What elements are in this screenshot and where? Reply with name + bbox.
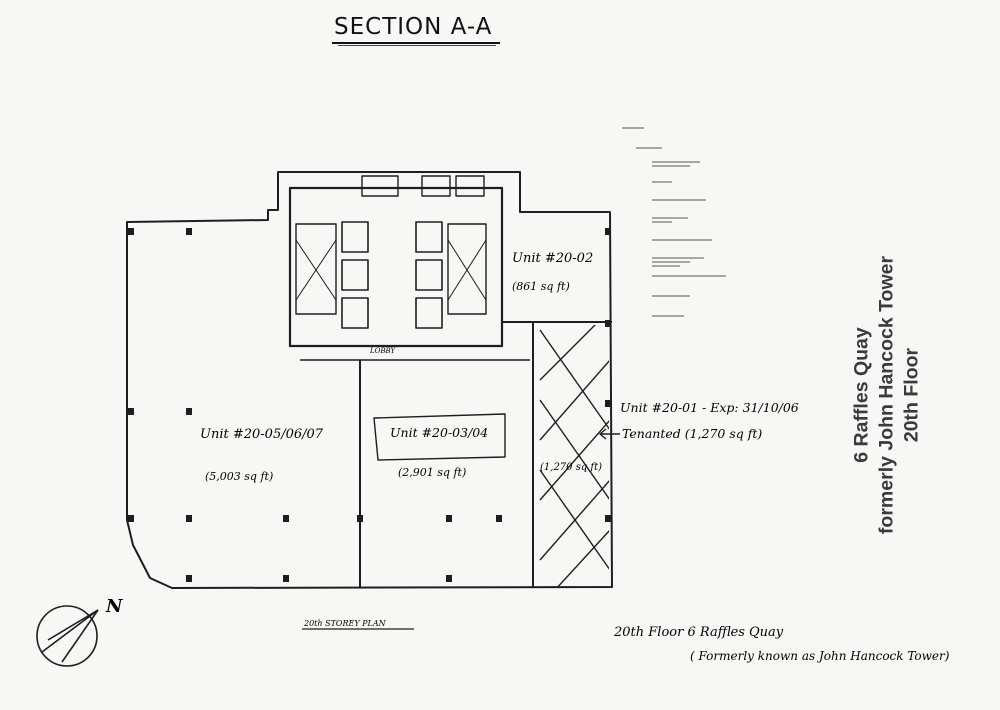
footer-note-line2: ( Formerly known as John Hancock Tower) xyxy=(690,649,950,663)
tenanted-note: Tenanted (1,270 sq ft) xyxy=(622,426,762,441)
lift-left-3 xyxy=(341,297,369,329)
unit-05-label: Unit #20-05/06/07 xyxy=(200,427,324,442)
lift-right-3 xyxy=(415,297,443,329)
unit-03-area: (2,901 sq ft) xyxy=(398,466,466,479)
plan-label: 20th STOREY PLAN xyxy=(303,619,387,628)
unit-05-area: (5,003 sq ft) xyxy=(205,470,273,483)
unit-01-area: (1,270 sq ft) xyxy=(540,462,602,473)
lift-right-2 xyxy=(415,259,443,291)
unit-02-label: Unit #20-02 xyxy=(512,251,593,266)
section-title: SECTION A-A xyxy=(334,14,493,40)
building-outline xyxy=(126,171,613,589)
title-underline-secondary xyxy=(338,45,496,46)
unit-01-note: Unit #20-01 - Exp: 31/10/06 xyxy=(620,400,799,415)
unit-03-label-box xyxy=(373,413,506,461)
building-caption: 6 Raffles Quay formerly John Hancock Tow… xyxy=(842,190,932,600)
north-arrow-icon xyxy=(36,605,99,667)
core-upper-room xyxy=(361,175,399,197)
stair-left xyxy=(295,223,337,315)
lift-left-1 xyxy=(341,221,369,253)
caption-line-1: 6 Raffles Quay xyxy=(850,327,873,463)
lobby-label: LOBBY xyxy=(369,347,397,355)
tenanted-hatch xyxy=(539,325,609,587)
core-upper-room xyxy=(455,175,485,197)
caption-line-3: 20th Floor xyxy=(900,347,923,443)
title-underline xyxy=(332,42,500,44)
lift-right-1 xyxy=(415,221,443,253)
lift-left-2 xyxy=(341,259,369,291)
columns xyxy=(128,228,611,582)
unit-02-area: (861 sq ft) xyxy=(512,280,570,293)
stair-right xyxy=(447,223,487,315)
caption-line-2: formerly John Hancock Tower xyxy=(875,255,898,535)
unit-03-label: Unit #20-03/04 xyxy=(390,425,488,440)
service-core xyxy=(288,186,504,348)
legend xyxy=(622,127,726,317)
footer-note-line1: 20th Floor 6 Raffles Quay xyxy=(613,625,784,640)
north-label: N xyxy=(105,596,124,617)
core-upper-room xyxy=(421,175,451,197)
